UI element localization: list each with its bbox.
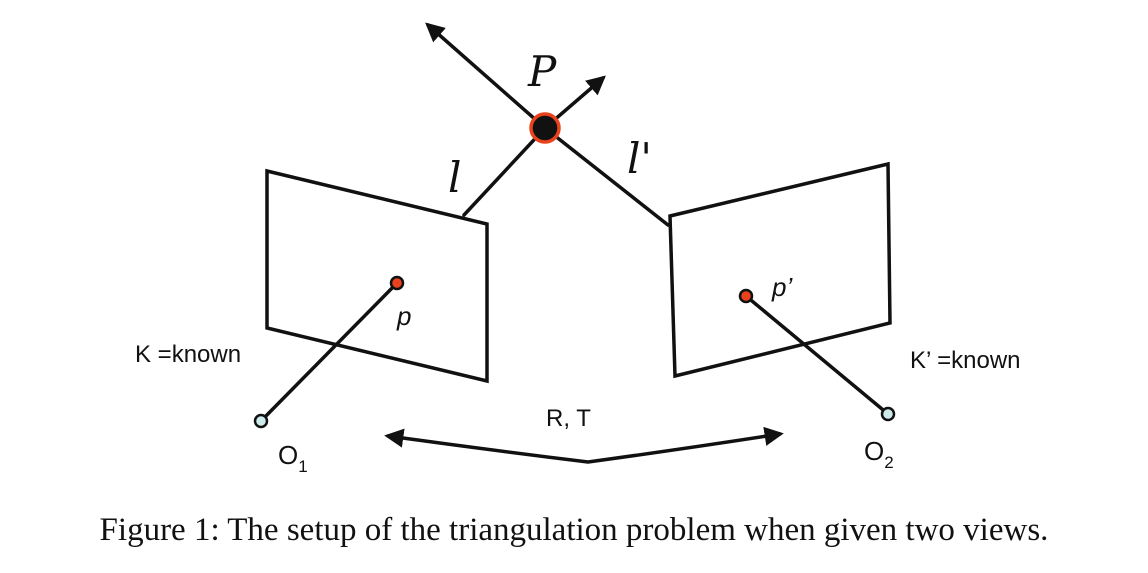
left-camera-ray (259, 281, 399, 423)
label-l: l (448, 153, 461, 202)
label-K-right: K’ =known (910, 347, 1021, 374)
left-camera-center (253, 413, 269, 429)
label-O1-base: O (278, 440, 298, 470)
label-O1: O1 (278, 440, 308, 476)
ray-right (543, 126, 670, 227)
ray-left (462, 126, 547, 217)
label-P: P (527, 47, 557, 96)
left-image-plane (265, 168, 489, 384)
right-camera-ray (744, 294, 890, 416)
right-image-point (738, 288, 754, 304)
right-image-plane (668, 161, 892, 379)
ray-left-extension-arrow (425, 22, 547, 130)
label-p-prime: p’ (771, 272, 793, 302)
label-O2-base: O (864, 436, 884, 466)
label-l-prime: l' (627, 134, 652, 183)
label-O2-sub: 2 (884, 453, 893, 472)
triangulation-diagram: P l l' p p’ K =known K’ =known R, T O1 O… (135, 22, 1021, 476)
baseline-double-arrow (384, 426, 784, 464)
label-O2: O2 (864, 436, 894, 472)
label-O1-sub: 1 (298, 457, 307, 476)
figure-caption: Figure 1: The setup of the triangulation… (99, 512, 1049, 548)
left-image-point (389, 275, 405, 291)
right-camera-center (880, 406, 896, 422)
world-point-P (529, 112, 561, 144)
label-p: p (396, 301, 411, 331)
label-K-left: K =known (135, 341, 241, 368)
label-RT: R, T (546, 405, 591, 432)
